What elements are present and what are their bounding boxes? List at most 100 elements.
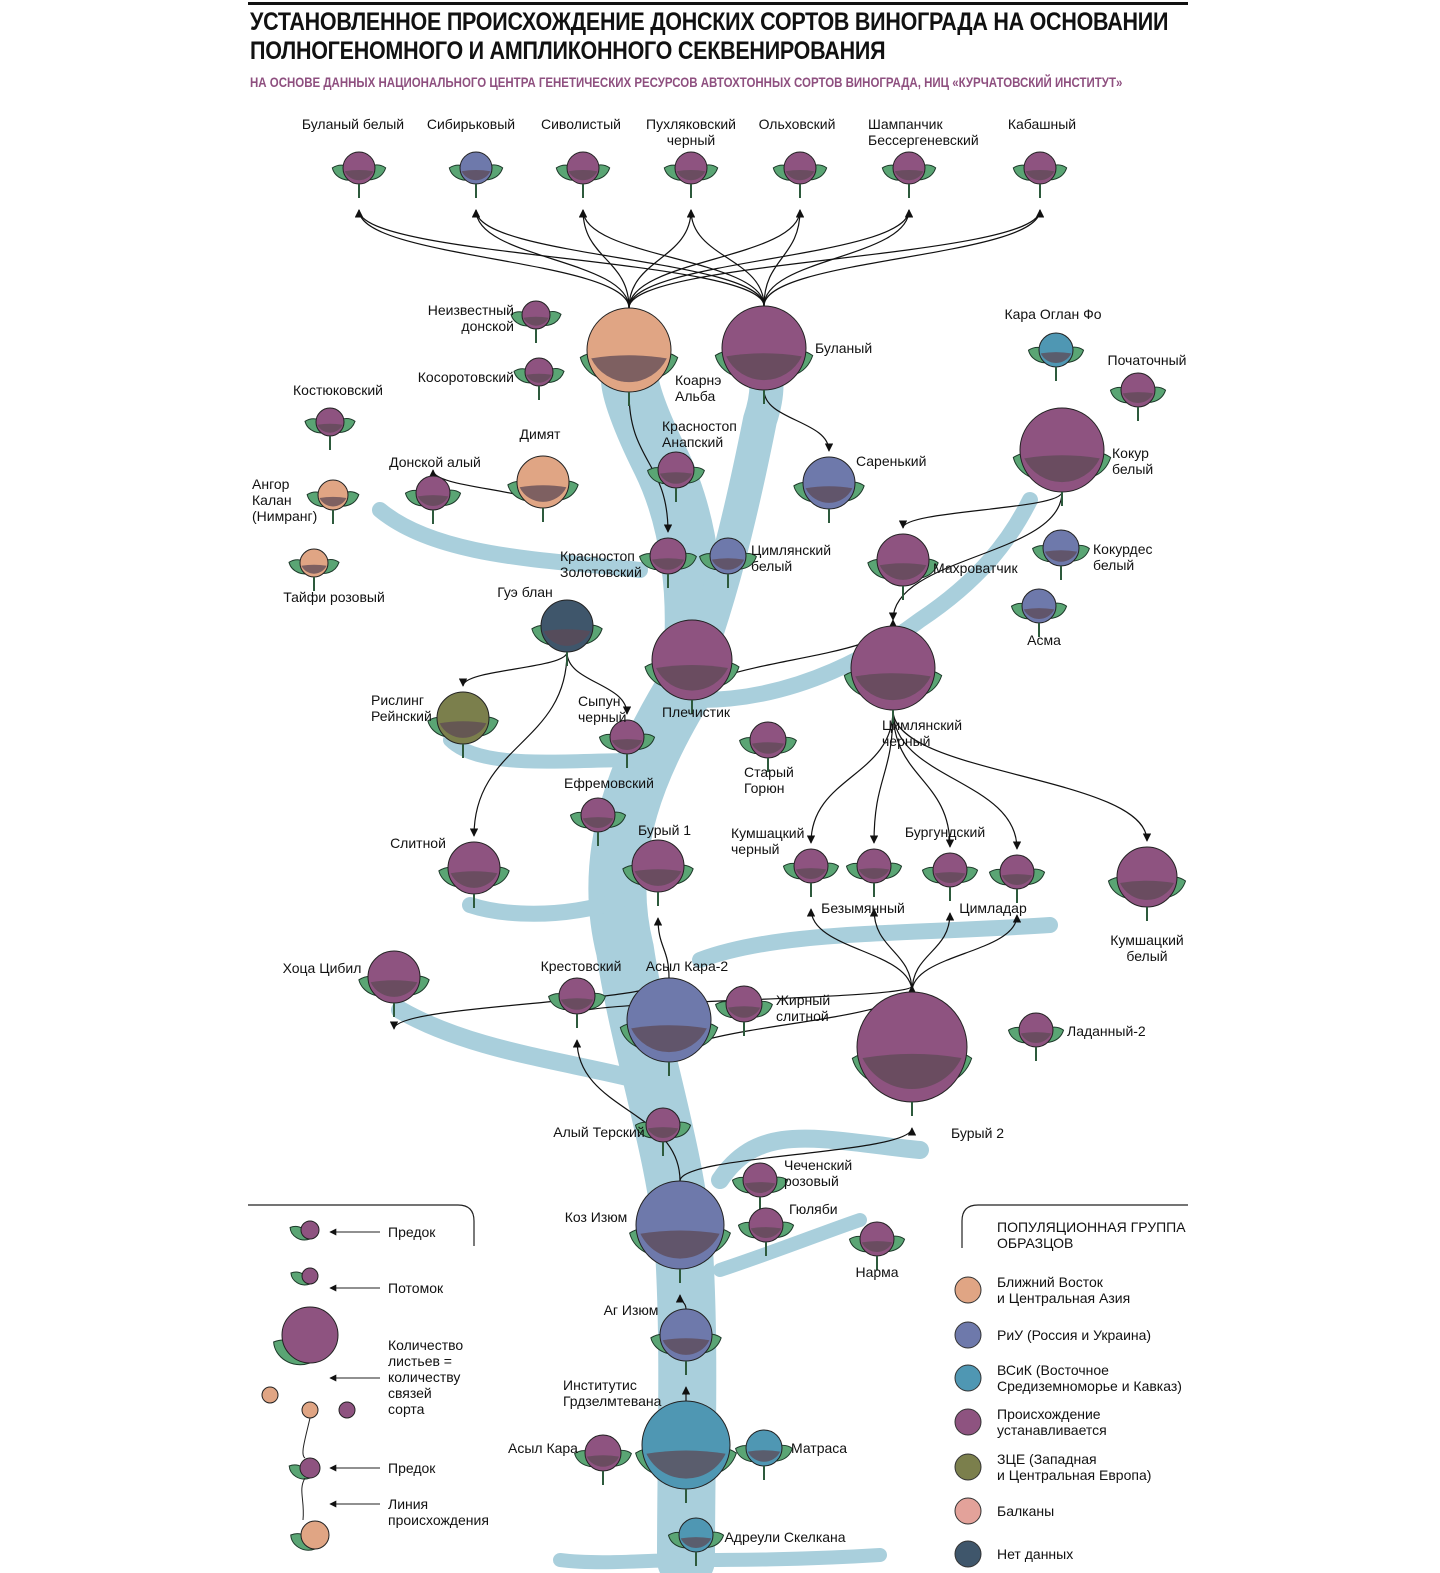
legend-symbol-label: Предок	[388, 1224, 436, 1240]
variety-node: Саренький	[793, 453, 926, 523]
variety-label-line: Бургундский	[905, 824, 985, 840]
variety-node: Ладанный-2	[1007, 1012, 1146, 1061]
variety-label-line: Кокурдес	[1093, 541, 1153, 557]
legend-berry-icon	[261, 1386, 279, 1404]
variety-node: Сибирьковый	[427, 116, 515, 198]
variety-label: Адреули Скелкана	[724, 1529, 845, 1545]
variety-label-line: Матраса	[791, 1440, 847, 1456]
legend-group-label-line: Средиземноморье и Кавказ)	[997, 1378, 1182, 1394]
leaf-overlap-shadow	[591, 355, 667, 383]
variety-label: Аг Изюм	[604, 1302, 659, 1318]
legend-group-label-line: РиУ (Россия и Украина)	[997, 1327, 1151, 1343]
variety-label: Косоротовский	[418, 369, 514, 385]
variety-label-line: черный	[882, 733, 930, 749]
leaf-overlap-shadow	[450, 871, 498, 888]
variety-node: Донской алый	[389, 454, 481, 524]
lineage-arrow	[898, 491, 1063, 529]
variety-node: Буланый	[714, 305, 872, 404]
variety-label-line: Асма	[1027, 632, 1061, 648]
legend-symbol-label-line: количеству	[388, 1369, 460, 1385]
lineage-arrow	[892, 709, 955, 848]
variety-label-line: Асыл Кара	[508, 1440, 578, 1456]
leaf-overlap-shadow	[319, 496, 347, 507]
legend-symbol-label-line: связей	[388, 1385, 432, 1401]
variety-label-line: Кумшацкий	[731, 825, 804, 841]
variety-node: Початочный	[1108, 352, 1186, 421]
variety-label: Крестовский	[541, 958, 622, 974]
variety-label-line: Гуэ блан	[497, 584, 553, 600]
variety-label: Асыл Кара	[508, 1440, 578, 1456]
variety-node: Асыл Кара-2	[619, 958, 728, 1076]
variety-label-line: Бурый 2	[951, 1125, 1004, 1141]
variety-node: Бурый 1	[622, 822, 694, 906]
title-line: УСТАНОВЛЕННОЕ ПРОИСХОЖДЕНИЕ ДОНСКИХ СОРТ…	[250, 8, 1169, 36]
variety-label-line: Донской алый	[389, 454, 481, 470]
variety-node: Адреули Скелкана	[667, 1517, 846, 1566]
legend-swatch-unknown	[954, 1408, 982, 1436]
leaf-overlap-shadow	[862, 1053, 962, 1090]
variety-label: Буланый белый	[302, 116, 404, 132]
lineage-arrow	[892, 709, 1152, 842]
variety-label: Безымянный	[821, 900, 905, 916]
variety-node: Аг Изюм	[604, 1302, 722, 1375]
lineage-arrow	[686, 209, 765, 307]
legend-symbol-label-line: Предок	[388, 1224, 436, 1240]
variety-label-line: белый	[1112, 461, 1153, 477]
variety-label-line: Плечистик	[662, 704, 731, 720]
leaf-overlap-shadow	[894, 170, 924, 181]
lineage-arrow	[763, 209, 1045, 307]
variety-label: Махроватчик	[933, 560, 1018, 576]
legend-swatch-riu	[954, 1321, 982, 1349]
variety-label: Буланый	[815, 340, 872, 356]
lineage-arrow	[806, 709, 894, 844]
lineage-arrow	[653, 917, 670, 979]
leaf-overlap-shadow	[417, 495, 449, 506]
variety-node: Ефремовский	[564, 775, 654, 846]
variety-label-line: Цимлянский	[751, 542, 831, 558]
leaf-overlap-shadow	[519, 485, 567, 502]
legend-group-label-line: ВСиК (Восточное	[997, 1362, 1109, 1378]
variety-label: Сибирьковый	[427, 116, 515, 132]
variety-label-line: Коарнэ	[675, 372, 721, 388]
variety-label-line: Адреули Скелкана	[724, 1529, 845, 1545]
lineage-arrow	[578, 209, 630, 309]
legend-group-label: Нет данных	[997, 1546, 1073, 1562]
variety-label-line: белый	[1126, 948, 1167, 964]
variety-node: Коз Изюм	[565, 1180, 731, 1283]
title-rule	[248, 2, 1188, 5]
leaf-overlap-shadow	[662, 1338, 710, 1355]
variety-label-line: Альба	[675, 388, 715, 404]
variety-label-line: Грдзелмтевана	[563, 1393, 662, 1409]
trunk-branch	[462, 892, 628, 922]
variety-label-line: Горюн	[744, 780, 784, 796]
leaf-overlap-shadow	[747, 1450, 781, 1462]
variety-node: Асма	[1010, 588, 1068, 648]
variety-label: Димят	[520, 426, 562, 442]
legend-berry-icon	[281, 1306, 339, 1364]
variety-label-line: Коз Изюм	[565, 1209, 628, 1225]
leaf-overlap-shadow	[680, 1537, 712, 1548]
legend-symbol-label-line: Предок	[388, 1460, 436, 1476]
variety-label-line: белый	[1093, 557, 1134, 573]
variety-label-line: Анапский	[662, 434, 723, 450]
